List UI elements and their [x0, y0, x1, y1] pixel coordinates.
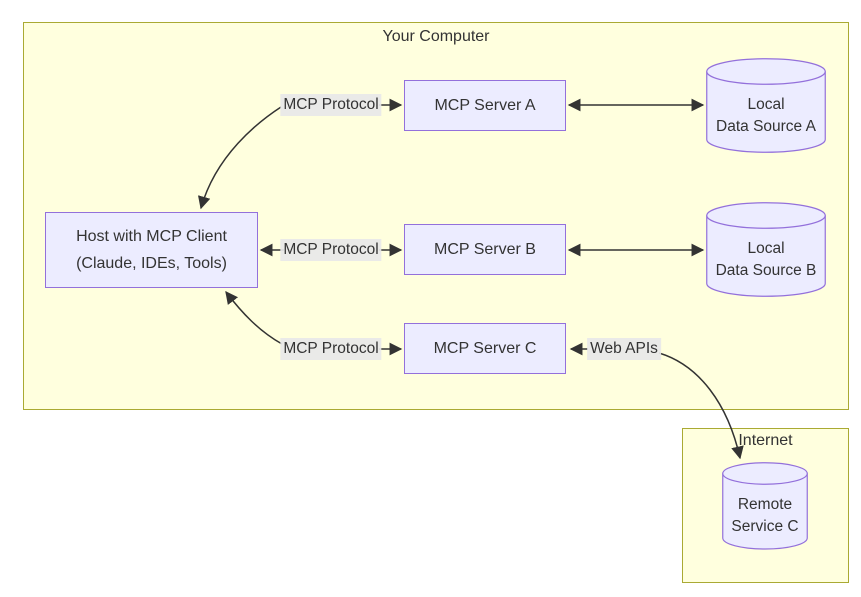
- edge-label-web-apis: Web APIs: [587, 338, 661, 360]
- node-local-data-source-a-line2: Data Source A: [716, 118, 816, 135]
- cluster-title-your-computer: Your Computer: [382, 28, 490, 45]
- node-mcp-server-b-label: MCP Server B: [434, 241, 536, 258]
- edge-label-mcp-protocol-b: MCP Protocol: [280, 239, 382, 261]
- node-mcp-server-a-label: MCP Server A: [434, 97, 536, 114]
- node-local-data-source-b: Local Data Source B: [706, 202, 826, 297]
- node-mcp-server-c-label: MCP Server C: [433, 340, 537, 357]
- node-remote-service-c-line1: Remote: [737, 496, 793, 513]
- cylinder-shape-b: [706, 202, 826, 297]
- node-local-data-source-b-label: Local Data Source B: [706, 238, 826, 282]
- cluster-title-internet: Internet: [738, 432, 793, 449]
- node-mcp-server-a: MCP Server A: [404, 80, 566, 131]
- node-local-data-source-b-line2: Data Source B: [715, 262, 817, 279]
- cylinder-shape-a: [706, 58, 826, 153]
- node-local-data-source-a-line1: Local: [747, 96, 785, 113]
- node-mcp-server-b: MCP Server B: [404, 224, 566, 275]
- node-local-data-source-a: Local Data Source A: [706, 58, 826, 153]
- node-remote-service-c: Remote Service C: [722, 462, 808, 550]
- edge-label-mcp-protocol-a: MCP Protocol: [280, 94, 382, 116]
- edge-label-mcp-protocol-c: MCP Protocol: [280, 338, 382, 360]
- node-host-line1: Host with MCP Client: [76, 228, 227, 245]
- node-local-data-source-a-label: Local Data Source A: [706, 94, 826, 138]
- node-remote-service-c-label: Remote Service C: [722, 494, 808, 538]
- node-remote-service-c-line2: Service C: [731, 518, 799, 535]
- cylinder-shape-remote: [722, 462, 808, 550]
- node-local-data-source-b-line1: Local: [747, 240, 785, 257]
- node-host: Host with MCP Client (Claude, IDEs, Tool…: [45, 212, 258, 288]
- node-mcp-server-c: MCP Server C: [404, 323, 566, 374]
- node-host-line2: (Claude, IDEs, Tools): [76, 255, 227, 272]
